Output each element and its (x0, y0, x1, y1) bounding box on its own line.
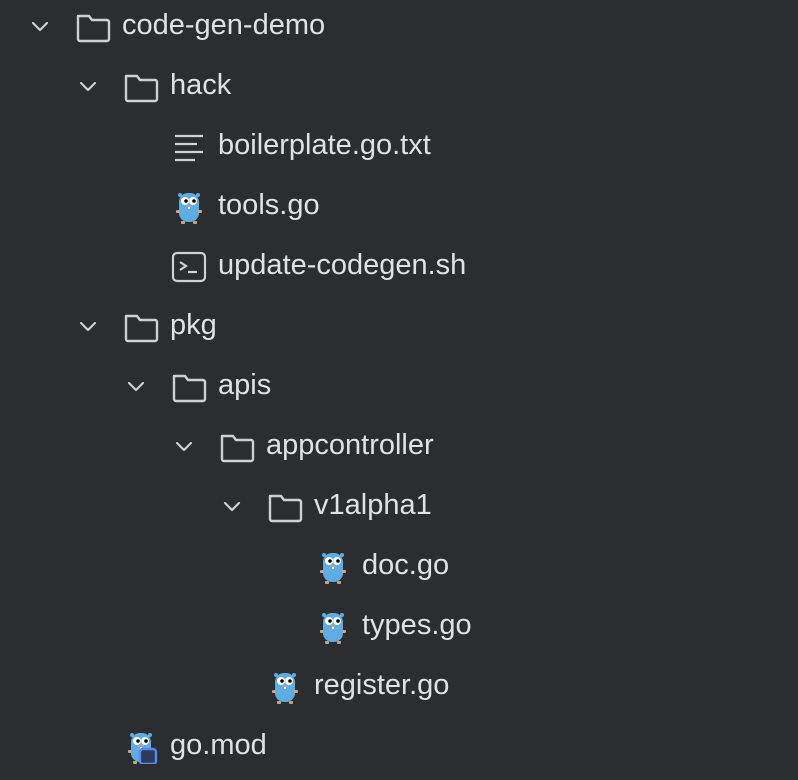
folder-icon (75, 10, 111, 44)
folder-icon (123, 70, 159, 104)
go-gopher-icon (267, 670, 303, 704)
go-gopher-icon (315, 550, 351, 584)
tree-item-label: boilerplate.go.txt (218, 129, 431, 161)
chevron-down-icon[interactable] (28, 15, 52, 39)
chevron-down-icon[interactable] (172, 435, 196, 459)
go-gopher-icon (315, 610, 351, 644)
folder-icon (267, 490, 303, 524)
chevron-down-icon[interactable] (124, 375, 148, 399)
chevron-down-icon[interactable] (220, 495, 244, 519)
shell-script-icon (171, 250, 207, 284)
tree-item-label: code-gen-demo (122, 9, 326, 41)
go-gopher-icon (171, 190, 207, 224)
tree-item-label: types.go (362, 609, 472, 641)
chevron-down-icon[interactable] (76, 75, 100, 99)
folder-icon (123, 310, 159, 344)
tree-item-label: doc.go (362, 549, 450, 581)
tree-item-label: apis (218, 369, 272, 401)
tree-file-types-go[interactable]: types.go (0, 597, 798, 657)
tree-item-label: hack (170, 69, 232, 101)
tree-item-label: update-codegen.sh (218, 249, 467, 281)
folder-icon (219, 430, 255, 464)
tree-item-label: register.go (314, 669, 450, 701)
tree-file-register-go[interactable]: register.go (0, 657, 798, 717)
chevron-down-icon[interactable] (76, 315, 100, 339)
tree-item-label: appcontroller (266, 429, 434, 461)
tree-folder-pkg[interactable]: pkg (0, 297, 798, 357)
tree-folder-v1alpha1[interactable]: v1alpha1 (0, 477, 798, 537)
tree-item-label: tools.go (218, 189, 320, 221)
tree-item-label: pkg (170, 309, 217, 341)
tree-file-update-codegen-sh[interactable]: update-codegen.sh (0, 237, 798, 297)
tree-file-doc-go[interactable]: doc.go (0, 537, 798, 597)
tree-item-label: go.mod (170, 729, 267, 761)
tree-file-go-mod[interactable]: go.mod (0, 717, 798, 777)
tree-folder-code-gen-demo[interactable]: code-gen-demo (0, 0, 798, 57)
tree-folder-apis[interactable]: apis (0, 357, 798, 417)
tree-file-tools-go[interactable]: tools.go (0, 177, 798, 237)
go-module-icon (123, 730, 159, 766)
tree-file-boilerplate-go-txt[interactable]: boilerplate.go.txt (0, 117, 798, 177)
tree-item-label: v1alpha1 (314, 489, 432, 521)
tree-folder-hack[interactable]: hack (0, 57, 798, 117)
folder-icon (171, 370, 207, 404)
text-file-icon (171, 130, 207, 164)
tree-folder-appcontroller[interactable]: appcontroller (0, 417, 798, 477)
